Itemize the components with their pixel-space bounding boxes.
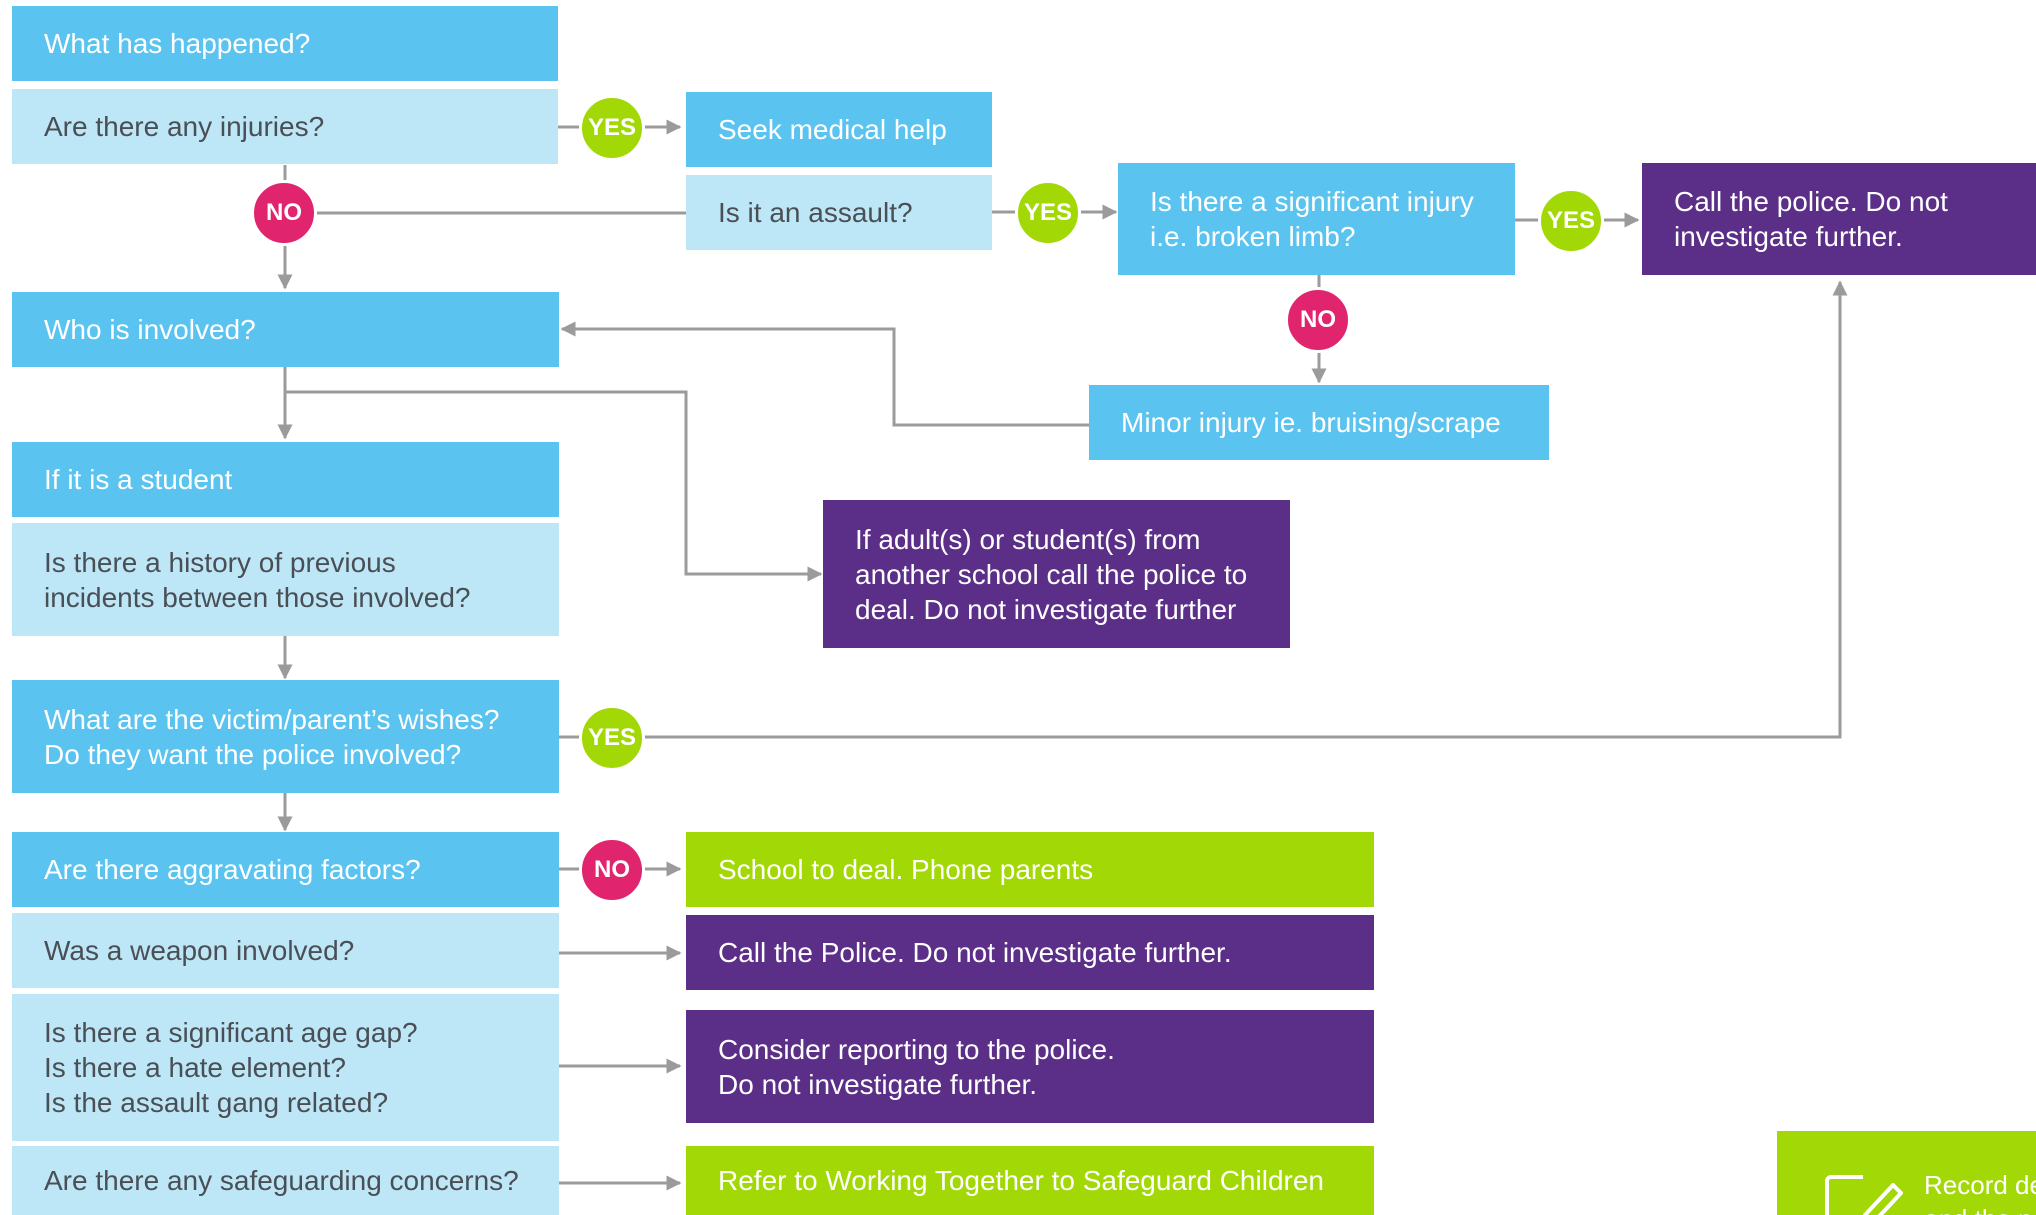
node-aggravating: Are there aggravating factors?: [12, 832, 559, 907]
node-significant-injury: Is there a significant injury i.e. broke…: [1118, 163, 1515, 275]
node-what-happened: What has happened?: [12, 6, 558, 81]
no-badge-aggravating: NO: [579, 837, 645, 903]
node-is-assault: Is it an assault?: [686, 175, 992, 250]
connector-minor-to-who: [560, 321, 1089, 427]
node-age-hate-gang: Is there a significant age gap? Is there…: [12, 994, 559, 1141]
no-badge-significant: NO: [1285, 287, 1351, 353]
connector-wishes-to-police: [558, 280, 1848, 739]
node-weapon: Was a weapon involved?: [12, 913, 559, 988]
node-school-deal: School to deal. Phone parents: [686, 832, 1374, 907]
node-if-student: If it is a student: [12, 442, 559, 517]
node-refer-working-together: Refer to Working Together to Safeguard C…: [686, 1146, 1374, 1215]
node-who-involved: Who is involved?: [12, 292, 559, 367]
record-details-text: Record de and the n: [1924, 1170, 2036, 1215]
node-call-police-injury: Call the police. Do not investigate furt…: [1642, 163, 2036, 275]
node-record-details: Record de and the n: [1777, 1131, 2036, 1215]
node-consider-reporting: Consider reporting to the police. Do not…: [686, 1010, 1374, 1123]
yes-badge-injuries: YES: [579, 95, 645, 161]
node-history: Is there a history of previous incidents…: [12, 523, 559, 636]
no-badge-injuries: NO: [251, 180, 317, 246]
node-seek-medical: Seek medical help: [686, 92, 992, 167]
node-other-school: If adult(s) or student(s) from another s…: [823, 500, 1290, 648]
node-call-police-weapon: Call the Police. Do not investigate furt…: [686, 915, 1374, 990]
node-victim-wishes: What are the victim/parent’s wishes? Do …: [12, 680, 559, 793]
yes-badge-victim-wishes: YES: [579, 705, 645, 771]
node-safeguarding: Are there any safeguarding concerns?: [12, 1146, 559, 1215]
yes-badge-significant: YES: [1538, 188, 1604, 254]
node-minor-injury: Minor injury ie. bruising/scrape: [1089, 385, 1549, 460]
node-any-injuries: Are there any injuries?: [12, 89, 558, 164]
pencil-edit-icon: [1825, 1175, 1903, 1215]
connector-who-to-other-school: [285, 390, 823, 582]
yes-badge-assault: YES: [1015, 180, 1081, 246]
